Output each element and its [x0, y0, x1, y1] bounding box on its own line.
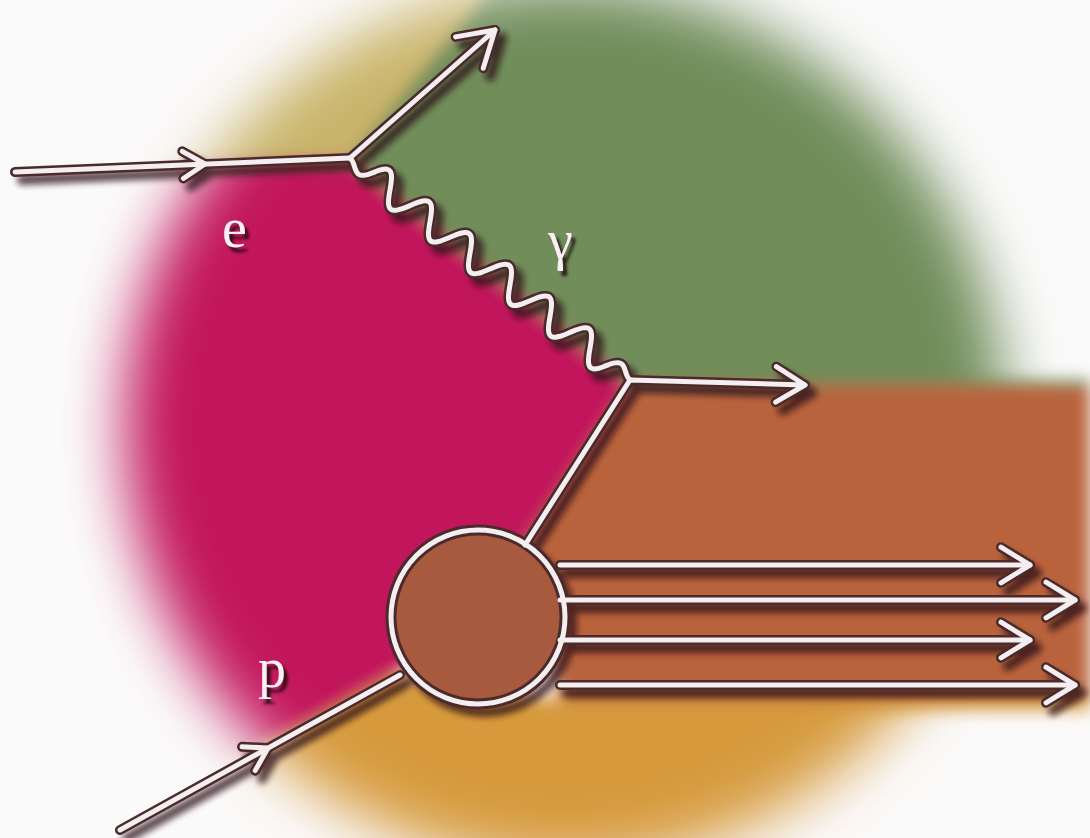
particle-label: p [258, 640, 286, 696]
particle-label: e [222, 200, 247, 256]
electron-out [350, 30, 495, 158]
electron-in [15, 158, 350, 172]
quark-line [525, 380, 805, 545]
orange-region [0, 675, 1090, 838]
hadron-blob [391, 530, 565, 704]
photon-wave [357, 166, 637, 388]
hadron-line [560, 638, 1030, 643]
brown-region [525, 385, 1090, 700]
proton-in [120, 675, 400, 830]
hadron-line [560, 635, 1030, 645]
photon-wave [350, 158, 630, 380]
hadron-arrow [1046, 667, 1075, 703]
line-cores [15, 30, 1075, 830]
quark-line [525, 380, 805, 545]
electron-out [350, 30, 495, 158]
hadron-arrow [1001, 547, 1030, 583]
hadron-line [560, 598, 1075, 603]
hadron-line [560, 680, 1075, 690]
proton-in [120, 675, 400, 830]
hadron-line [560, 595, 1075, 605]
hadron-arrow [1001, 622, 1030, 658]
electron-in [15, 158, 350, 172]
quark-arrow [776, 367, 805, 403]
hadron-line [560, 563, 1030, 568]
hadron-arrow [1046, 582, 1075, 618]
hadron-blob [391, 530, 565, 704]
line-outlines [15, 30, 1075, 830]
electron-out-arrow [456, 30, 495, 68]
particle-label: γ [548, 212, 573, 268]
proton-in [127, 683, 407, 838]
electron-out [357, 38, 502, 166]
proton-arrow [242, 747, 268, 771]
hadron-line [560, 560, 1030, 570]
hadron-line [560, 683, 1075, 688]
photon-wave [350, 158, 630, 380]
electron-in-arrow [182, 151, 205, 178]
line-shadows [22, 38, 1082, 838]
